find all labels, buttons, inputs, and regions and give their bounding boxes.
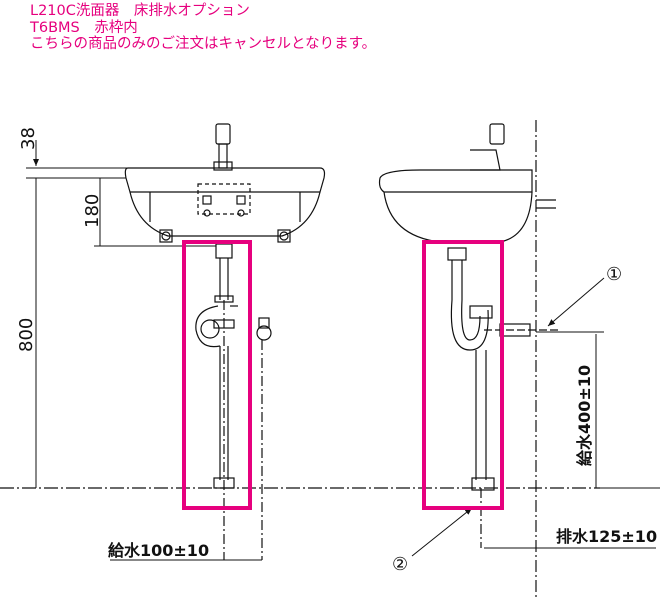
side-dimensions <box>411 277 660 557</box>
dimension-800: 800 <box>16 318 37 352</box>
side-view <box>378 120 560 600</box>
header-line-warning: こちらの商品のみのご注文はキャンセルとなります。 <box>30 36 377 52</box>
callout-1: ① <box>606 264 622 285</box>
dimension-drain-125: 排水125±10 <box>556 527 657 546</box>
header-notice: L210C洗面器 床排水オプション T6BMS 赤枠内 こちらの商品のみのご注文… <box>30 3 650 53</box>
callout-2: ② <box>392 554 408 575</box>
dimension-supply-400: 給水400±10 <box>575 365 594 466</box>
front-view <box>124 123 326 560</box>
front-dimensions <box>26 140 262 561</box>
highlight-frame-front <box>182 240 252 510</box>
header-line-option: T6BMS 赤枠内 <box>30 19 138 36</box>
dimension-38: 38 <box>18 127 39 150</box>
highlight-frame-side <box>422 240 504 510</box>
dimension-supply-100: 給水100±10 <box>108 541 209 560</box>
dimension-180: 180 <box>82 194 103 228</box>
header-line-product: L210C洗面器 床排水オプション <box>30 3 250 19</box>
